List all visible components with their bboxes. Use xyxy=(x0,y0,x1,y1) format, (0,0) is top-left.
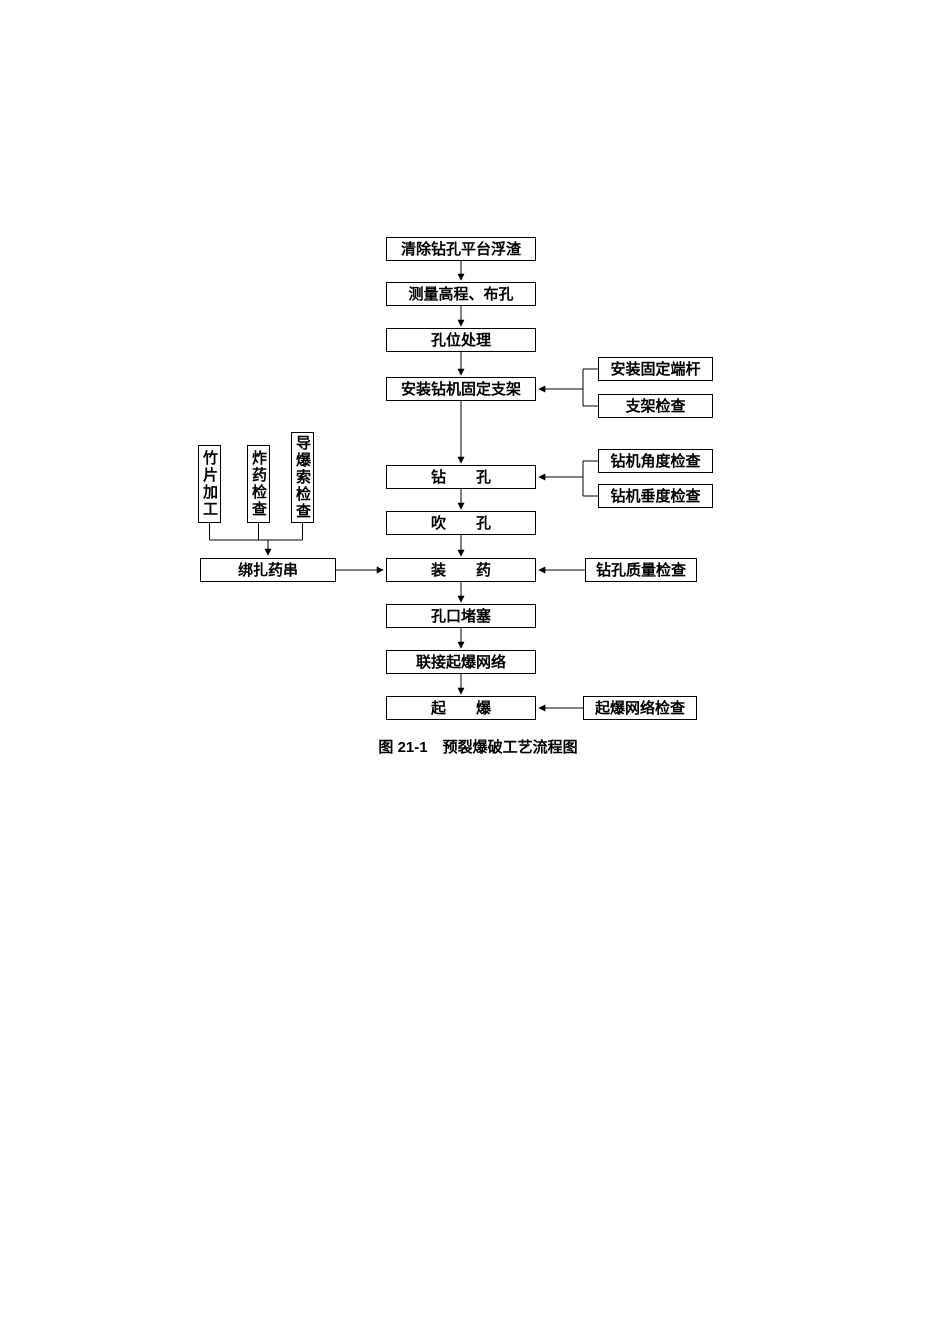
step-hole-position-treatment: 孔位处理 xyxy=(386,328,536,352)
check-install-fixed-end-rod: 安装固定端杆 xyxy=(598,357,713,381)
step-detonation: 起 爆 xyxy=(386,696,536,720)
prep-bamboo-slice-processing: 竹片加工 xyxy=(198,445,221,523)
check-support-inspection: 支架检查 xyxy=(598,394,713,418)
step-blow-hole: 吹 孔 xyxy=(386,511,536,535)
right-bracket-drill xyxy=(538,460,598,497)
prep-explosive-inspection: 炸药检查 xyxy=(247,445,270,523)
prep-detonating-cord-inspection: 导爆索检查 xyxy=(291,432,314,523)
step-install-drill-support: 安装钻机固定支架 xyxy=(386,377,536,401)
step-clear-platform-debris: 清除钻孔平台浮渣 xyxy=(386,237,536,261)
check-drill-verticality: 钻机垂度检查 xyxy=(598,484,713,508)
step-hole-plugging: 孔口堵塞 xyxy=(386,604,536,628)
step-drilling: 钻 孔 xyxy=(386,465,536,489)
check-drill-angle: 钻机角度检查 xyxy=(598,449,713,473)
step-tie-charge-string: 绑扎药串 xyxy=(200,558,336,582)
figure-caption: 图 21-1 预裂爆破工艺流程图 xyxy=(378,739,578,756)
check-hole-quality: 钻孔质量检查 xyxy=(585,558,697,582)
step-connect-detonation-network: 联接起爆网络 xyxy=(386,650,536,674)
check-arrows xyxy=(538,566,585,712)
check-detonation-network: 起爆网络检查 xyxy=(583,696,697,720)
right-bracket-support xyxy=(538,368,598,407)
step-measure-elevation-layout: 测量高程、布孔 xyxy=(386,282,536,306)
step-charging: 装 药 xyxy=(386,558,536,582)
